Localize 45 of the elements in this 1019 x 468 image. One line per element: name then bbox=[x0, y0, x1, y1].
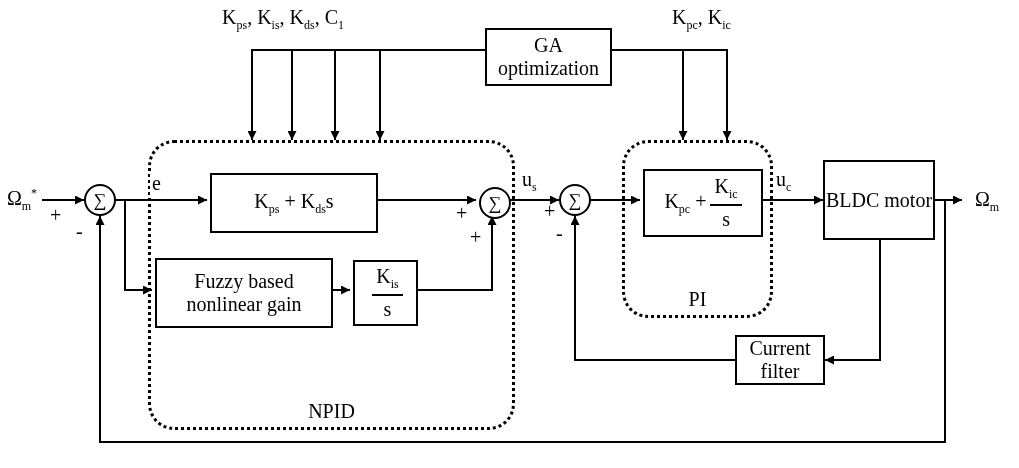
formula-text: K$_{is}$ bbox=[372, 265, 403, 296]
formula-text: K$_{pc}$ + bbox=[664, 189, 707, 217]
block-box bbox=[643, 169, 763, 237]
arrow bbox=[824, 239, 881, 365]
arrow bbox=[570, 215, 736, 361]
block-text: Fuzzy based nonlinear gain bbox=[185, 270, 303, 316]
block-text: GA optimization bbox=[496, 34, 601, 80]
sign-label: + bbox=[544, 200, 556, 223]
sigma-symbol: ∑ bbox=[93, 189, 107, 211]
block-text: Current filter bbox=[748, 337, 812, 383]
summing-junction bbox=[84, 184, 116, 216]
parameter-label: K$_{pc}$, K$_{ic}$ bbox=[672, 6, 731, 33]
sigma-symbol: ∑ bbox=[488, 192, 502, 214]
summing-junction bbox=[479, 187, 511, 219]
block-text: K$_{ps}$ + K$_{ds}$s bbox=[254, 189, 334, 217]
edge-label: e bbox=[150, 172, 163, 195]
block-box bbox=[210, 173, 378, 233]
block-box bbox=[155, 258, 333, 328]
parameter-label: K$_{ps}$, K$_{is}$, K$_{ds}$, C$_{1}$ bbox=[222, 6, 345, 33]
block-box bbox=[485, 28, 612, 86]
sign-label: + bbox=[50, 204, 62, 227]
block-box bbox=[823, 160, 935, 240]
sign-label: - bbox=[76, 220, 83, 243]
sign-label: - bbox=[556, 222, 563, 245]
summing-junction bbox=[559, 184, 591, 216]
dotted-group-box bbox=[148, 140, 515, 430]
group-label: NPID bbox=[308, 400, 355, 423]
formula-text: s bbox=[722, 206, 730, 231]
sign-label: + bbox=[456, 202, 468, 225]
arrow bbox=[115, 199, 153, 295]
arrow bbox=[95, 199, 946, 443]
dotted-group-box bbox=[622, 140, 773, 318]
arrow bbox=[375, 49, 486, 141]
block-box bbox=[735, 335, 825, 385]
signal-label: Ω$_{m}$ bbox=[974, 187, 1000, 215]
arrow bbox=[41, 195, 85, 205]
block-text: BLDC motor bbox=[825, 188, 933, 212]
block-box bbox=[353, 260, 418, 326]
sigma-symbol: ∑ bbox=[568, 189, 582, 211]
arrow bbox=[611, 49, 732, 141]
group-label: PI bbox=[688, 288, 707, 311]
arrow bbox=[590, 195, 641, 205]
sign-label: + bbox=[470, 226, 482, 249]
formula-text: s bbox=[383, 296, 392, 321]
formula-text: K$_{ic}$ bbox=[710, 175, 742, 206]
